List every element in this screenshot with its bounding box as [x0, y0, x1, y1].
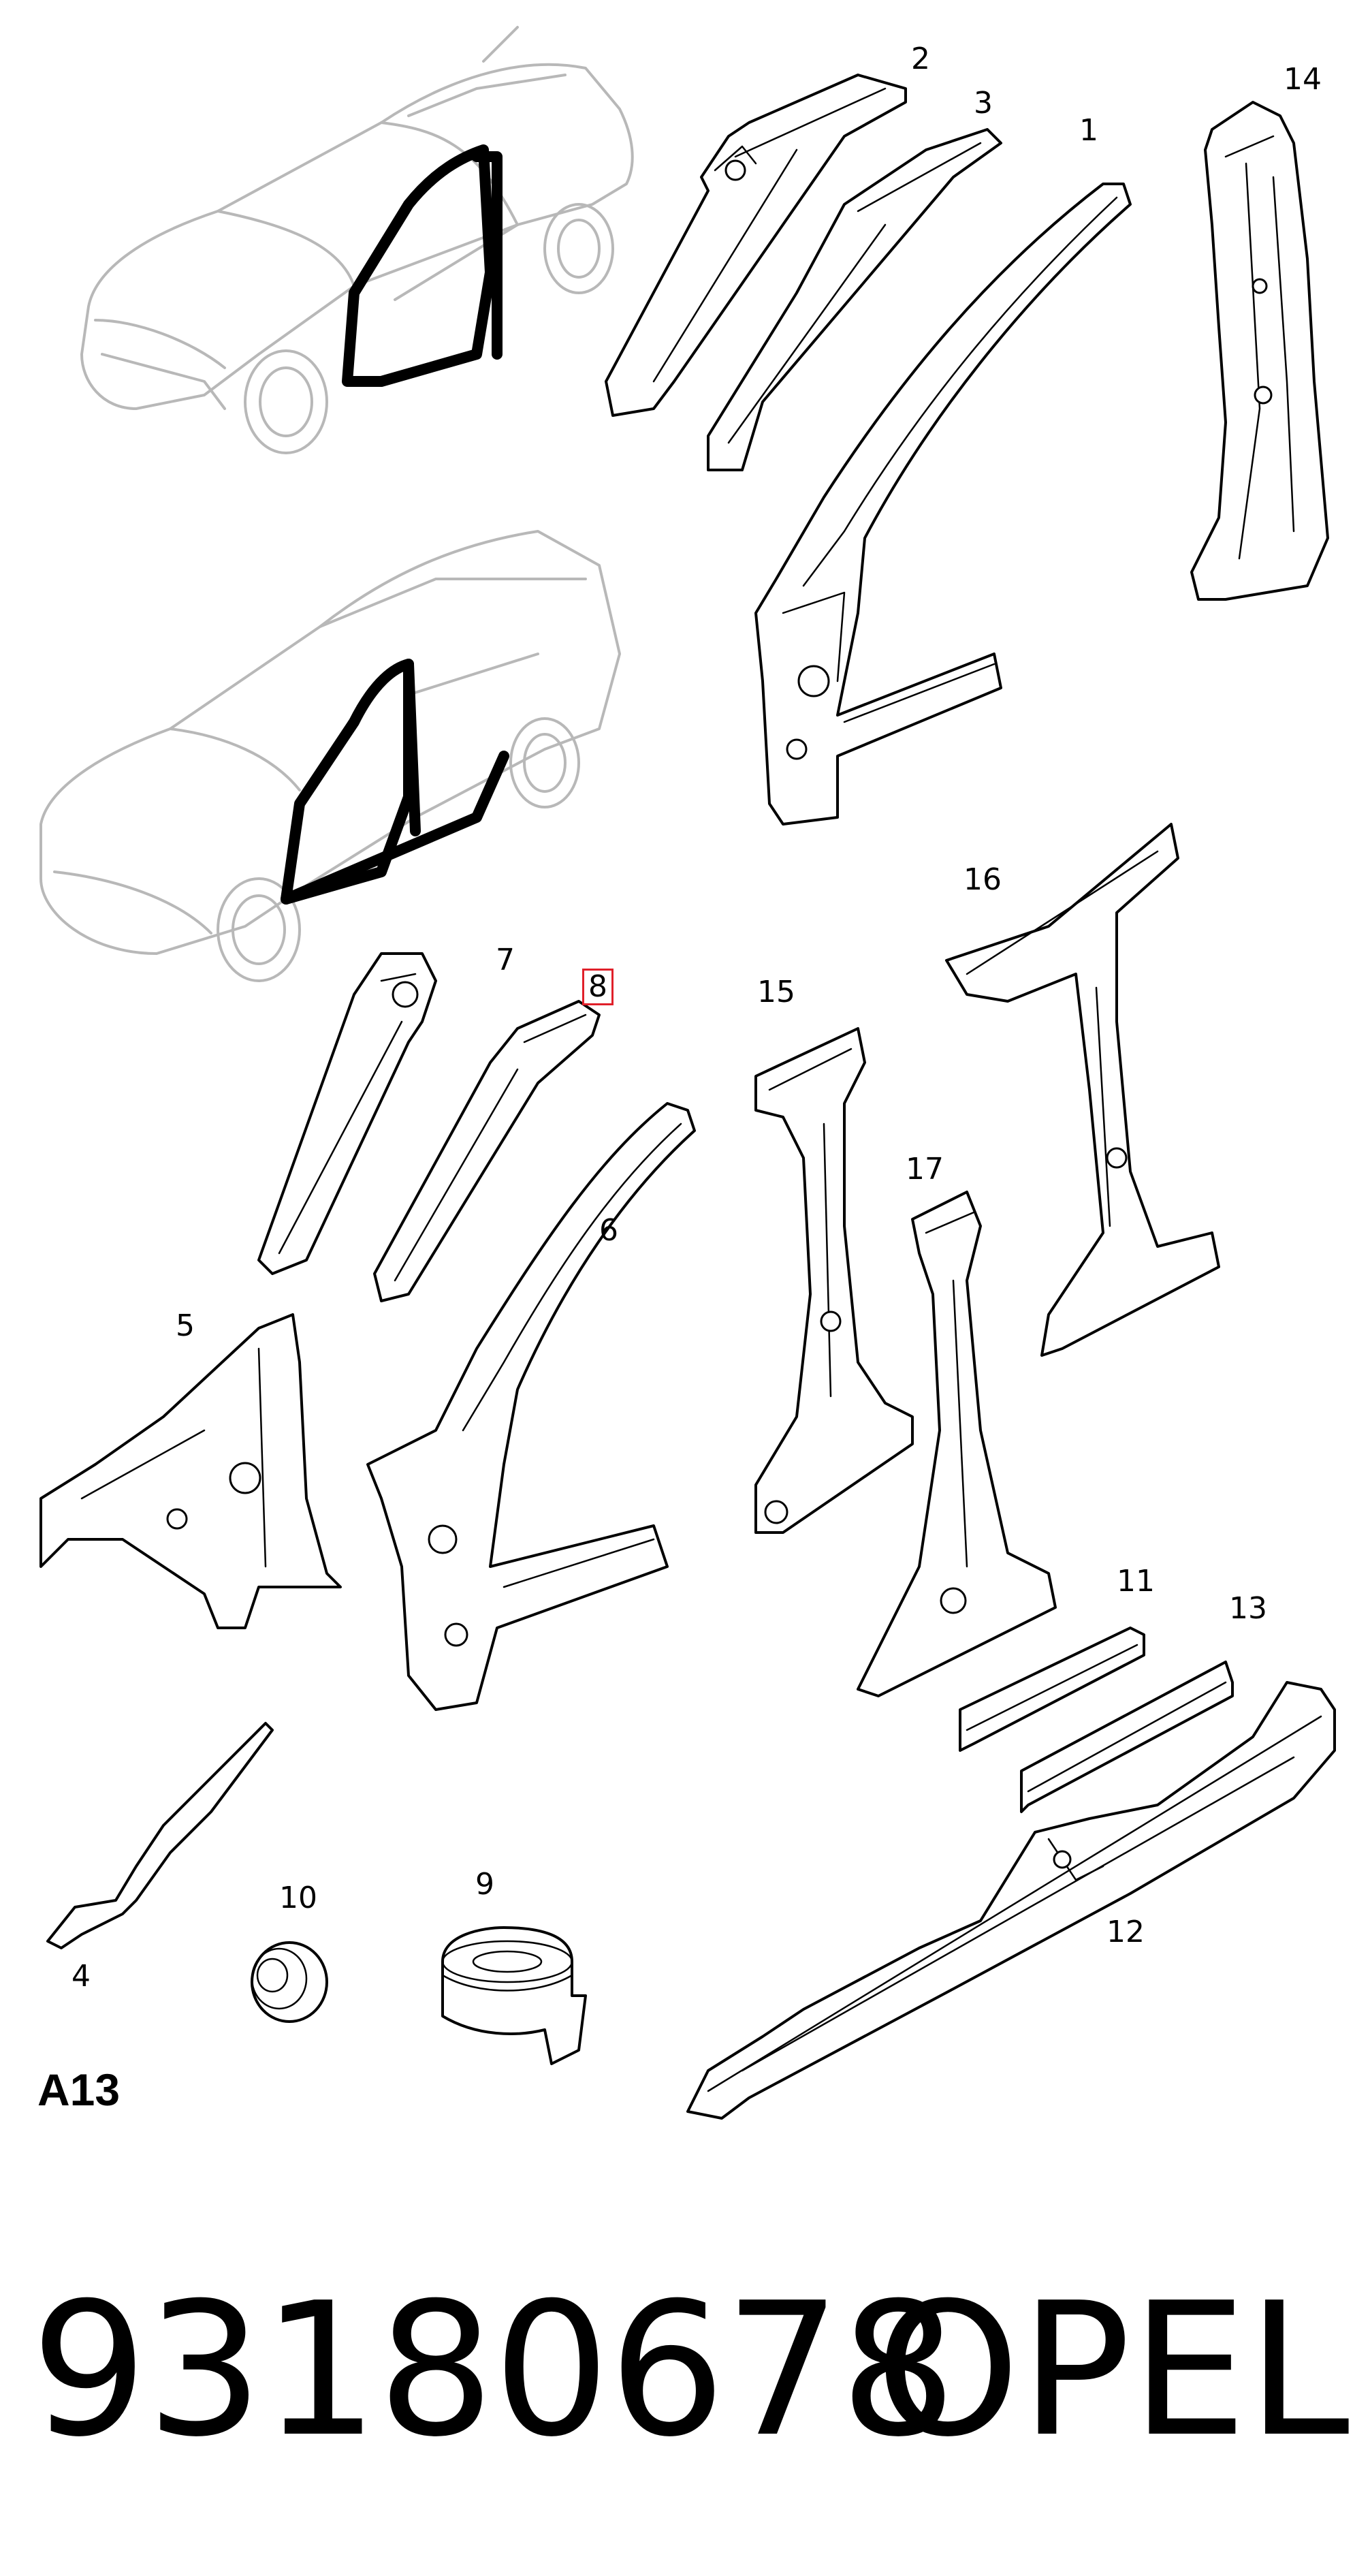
callout-4: 4 — [71, 1959, 91, 1994]
part-1-a-pillar-outer — [754, 183, 1132, 826]
part-8-a-pillar-reinforcement — [373, 1000, 601, 1302]
part-3-roof-rail — [707, 128, 1002, 471]
callout-13: 13 — [1229, 1591, 1267, 1626]
callout-8-highlighted[interactable]: 8 — [582, 969, 614, 1005]
part-5-hinge-pillar — [39, 1313, 342, 1629]
callout-11: 11 — [1117, 1564, 1155, 1599]
section-code: A13 — [37, 2064, 121, 2115]
part-10-grommet — [251, 1941, 328, 2023]
callout-1: 1 — [1079, 113, 1098, 148]
parts-diagram: .ghost { fill: none; stroke: #b8b8b8; st… — [39, 26, 1336, 2120]
callout-16: 16 — [963, 862, 1002, 897]
callout-17: 17 — [906, 1152, 944, 1187]
part-2-pillar-rail — [605, 74, 907, 417]
part-17-b-pillar-lower — [857, 1191, 1057, 1697]
part-4-trim-strip — [46, 1722, 274, 1949]
part-6-a-pillar-outer-panel — [366, 1102, 696, 1711]
part-11-rocker-reinforcement — [959, 1627, 1145, 1752]
part-12-rocker-outer — [686, 1681, 1336, 2120]
callout-2: 2 — [911, 42, 930, 76]
callout-7: 7 — [496, 943, 515, 977]
brand-name: OPEL — [875, 2263, 1350, 2477]
callout-15: 15 — [757, 975, 795, 1009]
car-hatchback-illustration — [80, 26, 634, 454]
car-estate-illustration — [39, 530, 621, 982]
part-14-b-pillar-reinforcement — [1190, 101, 1329, 601]
callout-14: 14 — [1284, 62, 1322, 97]
callout-10: 10 — [279, 1881, 317, 1915]
callout-3: 3 — [974, 86, 993, 121]
part-16-b-pillar-outer — [945, 823, 1220, 1357]
callout-12: 12 — [1106, 1915, 1145, 1949]
part-13-rocker-inner — [1020, 1661, 1234, 1813]
callout-9: 9 — [475, 1867, 494, 1902]
part-9-tape-roll — [441, 1926, 587, 2065]
callout-6: 6 — [599, 1213, 618, 1248]
part-15-b-pillar-inner — [754, 1027, 914, 1534]
callout-5: 5 — [176, 1308, 195, 1343]
part-number: 93180678 — [31, 2263, 957, 2477]
part-7-a-pillar-inner — [257, 952, 437, 1275]
